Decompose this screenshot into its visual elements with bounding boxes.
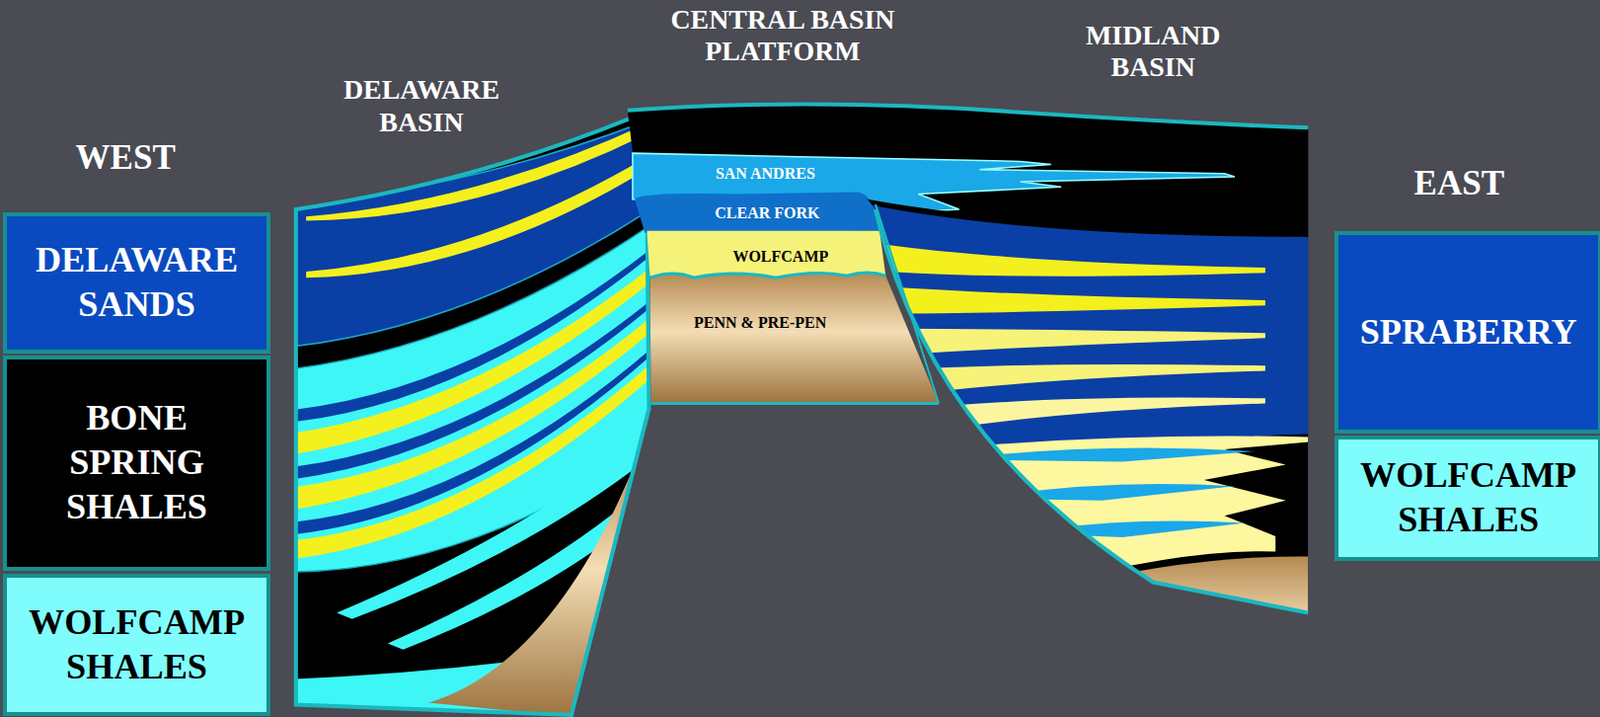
wolfcamp-unit [646,230,886,279]
node-text: SAN ANDRES [715,164,816,183]
node-text: WOLFCAMP SHALES [16,600,257,690]
shale-fill [275,91,685,717]
basin-outline [296,117,650,715]
node-text: WOLFCAMP [732,247,829,266]
platform-flank [875,204,939,404]
delaware-basin [275,91,685,717]
basement-wedge [837,555,1317,715]
carbonate-lens [1020,520,1245,537]
sand-lens [837,236,1266,277]
formation-label: PENN & PRE-PEN [690,313,830,332]
midland-basin [816,183,1327,715]
platform-base [651,401,940,405]
node-text: BONE SPRING SHALES [16,395,257,531]
legend-box: SPRABERRY [1334,230,1600,435]
wolfcamp-sands [837,436,1317,654]
direction-label: EAST [1414,163,1506,204]
node-text: WOLFCAMP SHALES [1348,453,1589,543]
legend-box: BONE SPRING SHALES [2,355,271,571]
node-text: PENN & PRE-PEN [693,313,827,332]
region-label: MIDLAND BASIN [1061,19,1245,83]
clear-fork-unit [634,191,880,232]
node-text: DELAWARE SANDS [16,237,257,328]
sand-stripe [285,328,674,535]
direction-label: WEST [75,138,175,178]
formation-label: SAN ANDRES [712,164,819,183]
basement-wedge [428,449,653,717]
legend-box: WOLFCAMP SHALES [1334,435,1600,560]
penn-unit [650,272,940,403]
unconformity [650,272,887,278]
basin-outline [875,209,1308,613]
formation-label: CLEAR FORK [711,204,823,223]
region-label: CENTRAL BASIN PLATFORM [650,3,916,68]
node-text: CLEAR FORK [714,204,820,223]
top-outline [627,103,1309,128]
carbonate-tongue [387,479,654,650]
node-text: SPRABERRY [1360,309,1578,355]
sand-lens [837,328,1266,360]
legend-box: WOLFCAMP SHALES [2,573,271,716]
region-label: DELAWARE BASIN [319,74,525,138]
formation-label: WOLFCAMP [729,247,832,266]
legend-box: DELAWARE SANDS [2,212,271,354]
carbonate-lens [979,483,1234,501]
